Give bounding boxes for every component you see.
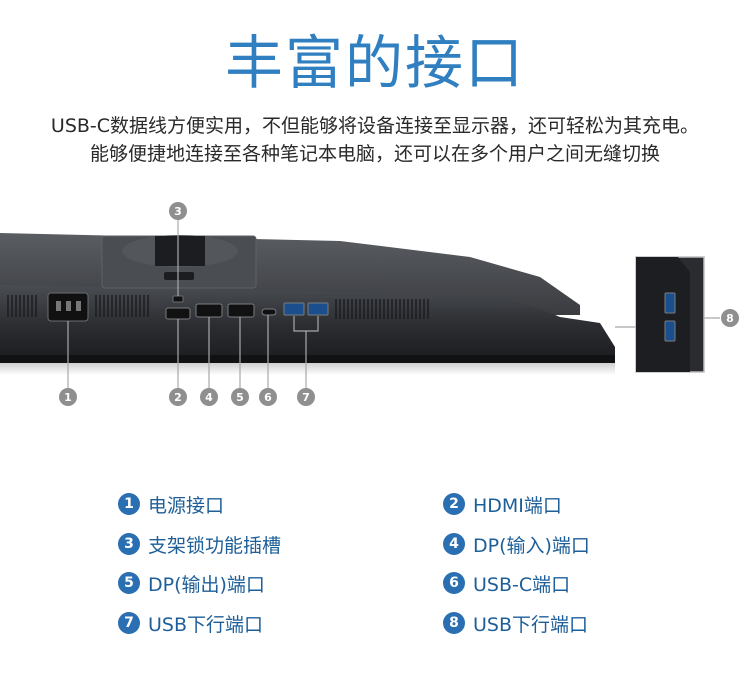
legend-badge: 7 — [118, 612, 140, 634]
callout-7: 7 — [297, 388, 315, 406]
description-line-1: USB-C数据线方便实用，不但能够将设备连接至显示器，还可轻松为其充电。 — [50, 115, 700, 137]
legend-item-usb-downstream-rear: 7 USB下行端口 — [118, 609, 263, 637]
usb-c-port — [261, 308, 277, 316]
legend-badge: 2 — [443, 493, 465, 515]
page-title: 丰富的接口 — [224, 29, 525, 97]
callout-1: 1 — [59, 388, 77, 406]
usb-side-inset — [635, 256, 705, 373]
legend-label: USB下行端口 — [473, 613, 589, 636]
callout-8: 8 — [721, 309, 739, 327]
callout-lines — [67, 219, 720, 388]
legend-badge: 5 — [118, 572, 140, 594]
legend-item-usb-c: 6 USB-C端口 — [443, 569, 570, 597]
legend-label: 电源接口 — [148, 494, 225, 517]
usb-side-port-2 — [664, 320, 676, 342]
legend-label: USB下行端口 — [148, 613, 264, 636]
usb-a-port-1 — [283, 302, 305, 316]
usb-side-port-1 — [664, 292, 676, 314]
dp-out-port — [227, 303, 255, 318]
legend-badge: 8 — [443, 612, 465, 634]
lock-slot — [172, 295, 184, 303]
stand-neck — [155, 236, 205, 266]
callout-6: 6 — [259, 388, 277, 406]
svg-text:4: 4 — [205, 391, 213, 404]
legend-badge: 1 — [118, 493, 140, 515]
legend-badge: 4 — [443, 533, 465, 555]
floor-shadow — [0, 363, 615, 375]
callout-2: 2 — [169, 388, 187, 406]
legend-item-lock-slot: 3 支架锁功能插槽 — [118, 530, 281, 558]
svg-text:1: 1 — [64, 391, 72, 404]
monitor-ports-illustration: 1 2 3 4 5 6 7 8 — [0, 202, 739, 406]
callout-5: 5 — [231, 388, 249, 406]
monitor-body — [0, 285, 615, 363]
hdmi-port — [165, 307, 191, 320]
svg-text:8: 8 — [726, 312, 734, 325]
svg-text:7: 7 — [302, 391, 310, 404]
monitor-bottom-edge — [0, 355, 615, 363]
legend-label: DP(输出)端口 — [148, 573, 265, 596]
svg-text:5: 5 — [236, 391, 244, 404]
legend-item-dp-out: 5 DP(输出)端口 — [118, 569, 265, 597]
legend-item-dp-in: 4 DP(输入)端口 — [443, 530, 590, 558]
legend-badge: 6 — [443, 572, 465, 594]
svg-text:6: 6 — [264, 391, 272, 404]
description-line-2: 能够便捷地连接至各种笔记本电脑，还可以在多个用户之间无缝切换 — [89, 143, 660, 165]
svg-text:3: 3 — [174, 205, 182, 218]
legend-item-power: 1 电源接口 — [118, 490, 224, 518]
legend-badge: 3 — [118, 533, 140, 555]
legend-label: DP(输入)端口 — [473, 534, 590, 557]
dp-in-port — [195, 303, 223, 318]
callout-3: 3 — [169, 202, 187, 220]
stand-latch — [164, 272, 194, 280]
vent-grille — [7, 295, 429, 319]
legend-label: USB-C端口 — [473, 573, 571, 596]
legend-label: HDMI端口 — [473, 494, 562, 517]
legend-item-hdmi: 2 HDMI端口 — [443, 490, 562, 518]
legend-item-usb-downstream-side: 8 USB下行端口 — [443, 609, 588, 637]
legend-label: 支架锁功能插槽 — [148, 534, 282, 557]
callout-4: 4 — [200, 388, 218, 406]
svg-text:2: 2 — [174, 391, 182, 404]
usb-a-port-2 — [307, 302, 329, 316]
